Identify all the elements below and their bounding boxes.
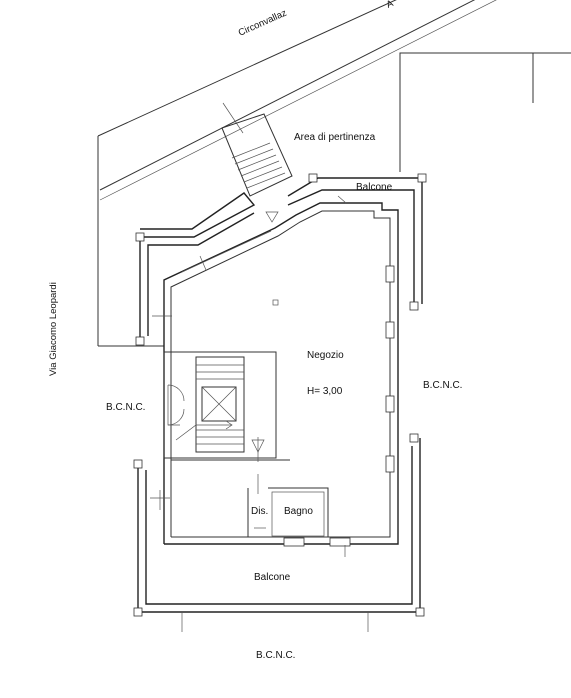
- bcnc-left-label: B.C.N.C.: [106, 402, 145, 413]
- entrance-steps: [221, 113, 293, 197]
- balcony-bottom-railing: [133, 315, 425, 632]
- street-label-top-right: A: [385, 0, 396, 11]
- balcony-top-railing: [135, 173, 427, 346]
- balcone-bottom-label: Balcone: [254, 572, 291, 583]
- inner-partitions: [171, 211, 329, 537]
- height-label: H= 3,00: [307, 386, 343, 397]
- street-label-top: Circonvallaz: [237, 8, 289, 39]
- balcone-top-label: Balcone: [356, 182, 393, 193]
- negozio-label: Negozio: [307, 350, 344, 361]
- bcnc-right-label: B.C.N.C.: [423, 380, 462, 391]
- bcnc-bottom-label: B.C.N.C.: [256, 650, 295, 661]
- building-walls: [163, 195, 399, 545]
- street-label-left: Via Giacomo Leopardi: [48, 282, 59, 376]
- stair-core: [163, 351, 277, 459]
- bagno-label: Bagno: [284, 506, 313, 517]
- area-label: Area di pertinenza: [294, 132, 376, 143]
- street-edges: [97, 0, 497, 201]
- plot-boundary: [97, 52, 571, 347]
- dis-label: Dis.: [251, 506, 268, 517]
